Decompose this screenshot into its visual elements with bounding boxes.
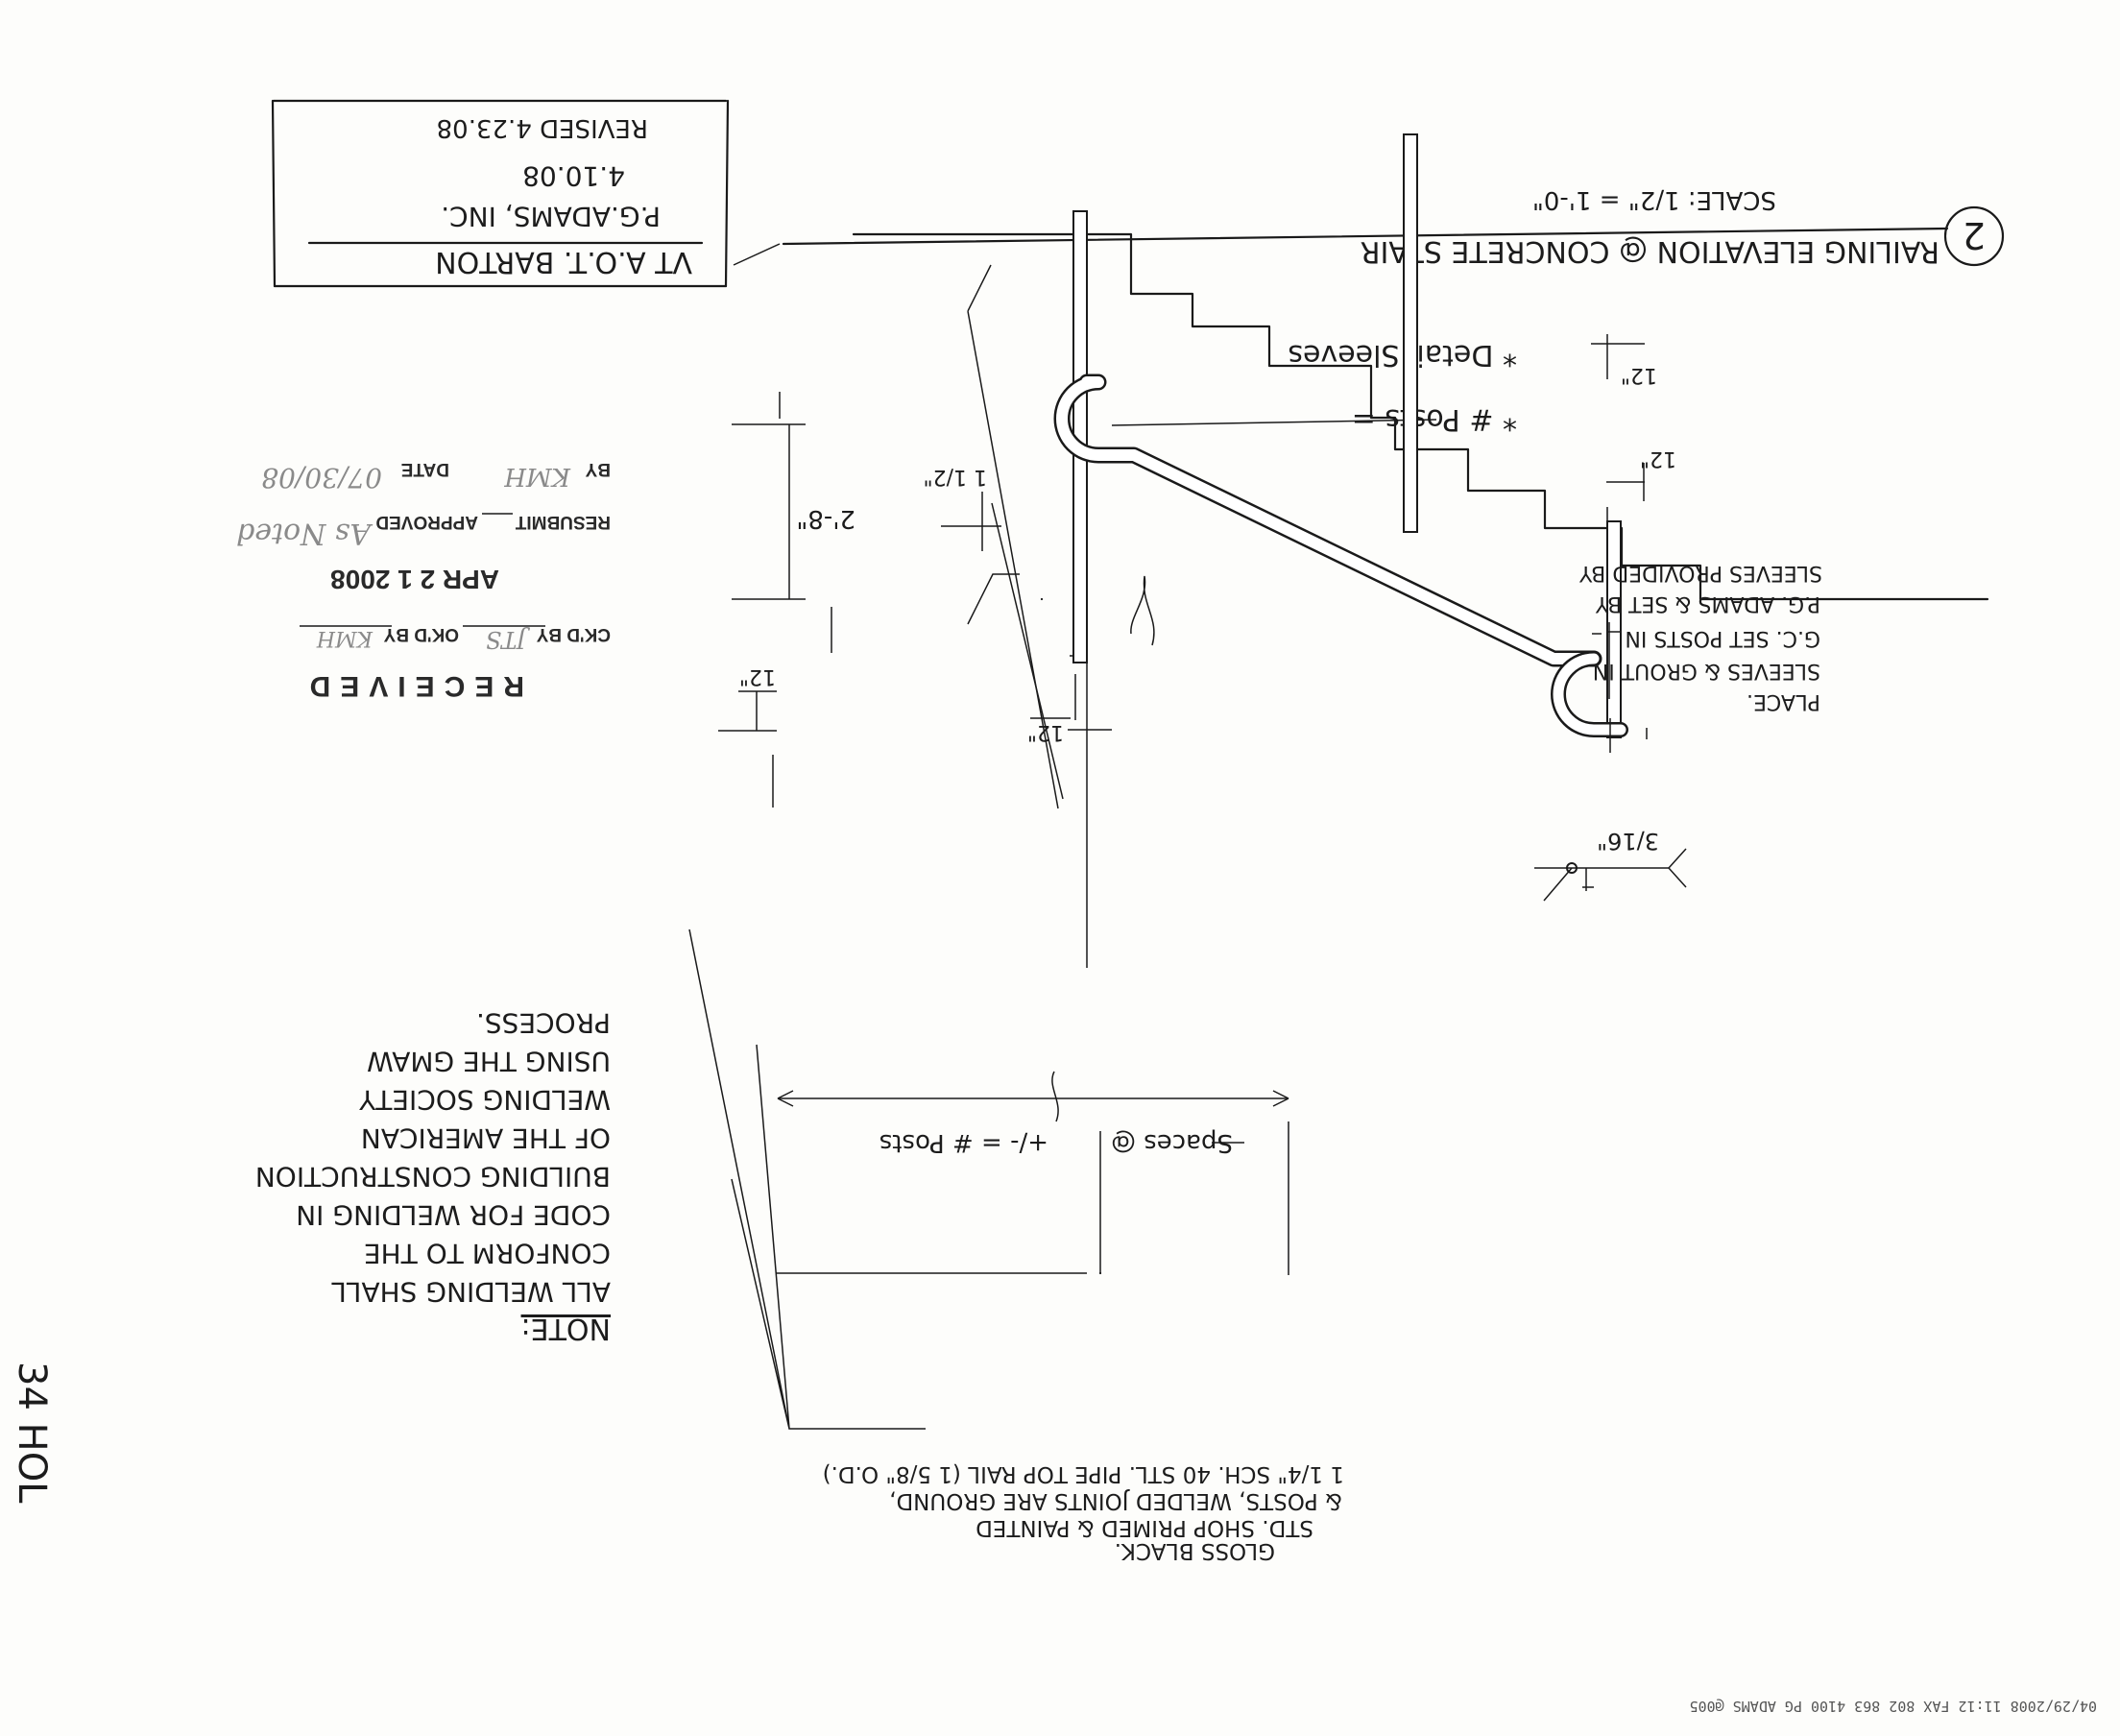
detail-title-underline	[782, 227, 1949, 246]
dimension-rule-return	[1607, 622, 1621, 699]
welding-note-title: NOTE:	[521, 1312, 611, 1345]
rail-break-mark	[1130, 575, 1155, 646]
stamp-date-label: DATE	[401, 459, 449, 479]
stamp-ckd-label: CK'D BY	[536, 624, 611, 644]
rail-spec-line-2: & POSTS, WELDED JOINTS ARE GROUND,	[889, 1488, 1342, 1513]
dim-return-ext	[1068, 674, 1112, 731]
title-block: VT A.O.T. BARTON P.G.ADAMS, INC. 4.10.08…	[271, 99, 730, 288]
detail-title: 2 RAILING ELEVATION @ CONCRETE STAIR SCA…	[782, 185, 2005, 268]
title-block-right-rule	[271, 99, 277, 288]
stamp-date-value: 07/30/08	[261, 462, 382, 494]
rail-spec-leaders	[688, 928, 926, 1430]
welding-note-line-5: OF THE AMERICAN	[361, 1122, 611, 1154]
dim-offset-label: 3/16"	[1597, 828, 1659, 855]
return-bottom-pipe	[1553, 653, 1626, 735]
welding-note-line-2: CONFORM TO THE	[364, 1238, 611, 1269]
detail-number: 2	[1963, 214, 1986, 256]
dim-post-ext-top	[941, 492, 1001, 551]
fax-header: 04/29/2008 11:12 FAX 802 863 4100 PG ADA…	[1690, 1698, 2097, 1715]
title-line-1: VT A.O.T. BARTON	[435, 245, 692, 278]
sleeves-arrow	[967, 573, 1020, 625]
rail-spec-line-3: STD. SHOP PRIMED & PAINTED	[976, 1515, 1313, 1540]
stray-mark	[733, 243, 781, 266]
dim-offset-point	[1566, 862, 1578, 874]
detail-scale: SCALE: 1/2" = 1'-0"	[1532, 185, 1776, 214]
dim-return-width-bottom-label: 12"	[1621, 363, 1657, 387]
dimensions: 12" 2'-8" 12" 1 1/2" 12" 12" 3/16"	[718, 334, 1687, 968]
dim-return-offset	[1609, 718, 1611, 753]
stamp-okd-value: KMH	[316, 626, 373, 650]
span-posts-label: +/- = # Posts	[879, 1128, 1048, 1157]
sheet-mark: 34 HOL	[10, 1362, 54, 1504]
span-arrows	[777, 1090, 1289, 1107]
stamp-ckd-value: JTS	[486, 626, 531, 653]
welding-note-line-7: USING THE GMAW	[367, 1046, 611, 1077]
detail-title-text: RAILING ELEVATION @ CONCRETE STAIR	[1361, 234, 1939, 268]
stamp-okd-label: OK'D BY	[383, 624, 459, 644]
title-line-2: P.G.ADAMS, INC.	[441, 201, 661, 232]
stamp-approved-value: As Noted	[236, 517, 373, 550]
detail-number-circle	[1943, 205, 2005, 267]
dim-return-height-top-label: 12"	[739, 664, 776, 688]
rail-spec-line-1: 1 1/4" SCH. 40 STL. PIPE TOP RAIL (1 5/8…	[823, 1461, 1344, 1486]
title-block-left-rule	[724, 99, 730, 288]
welding-note-line-3: CODE FOR WELDING IN	[296, 1199, 611, 1231]
sleeves-leader	[967, 264, 1059, 809]
stamp-received: RECEIVED	[301, 670, 524, 702]
dim-return-height-bottom	[1606, 463, 1645, 526]
span-break-mark	[1051, 1071, 1059, 1122]
dim-offset-arrow-right	[1582, 868, 1594, 891]
welding-note-line-8: PROCESS.	[476, 1007, 611, 1039]
welding-note-line-6: WELDING SOCIETY	[358, 1084, 611, 1116]
welding-note: NOTE: ALL WELDING SHALL CONFORM TO THE C…	[255, 1007, 611, 1345]
title-line-4: REVISED 4.23.08	[437, 113, 648, 142]
stamp-date: APR 2 1 2008	[330, 565, 499, 594]
span-dimension: Spaces @ +/- = # Posts	[776, 1071, 1289, 1275]
rail-spec-line-4: GLOSS BLACK.	[1115, 1538, 1275, 1563]
dim-offset-leader	[1543, 867, 1573, 902]
sleeves-line-5: PLACE.	[1747, 689, 1820, 713]
handrail-pipe	[1056, 376, 1600, 664]
dim-offset-arrow-left	[1668, 848, 1687, 888]
sleeves-line-3: G.C. SET POSTS IN	[1625, 626, 1820, 650]
stamp-by-value: KMH	[503, 462, 571, 491]
stamp-resubmit-label: RESUBMIT	[515, 512, 611, 532]
dimension-rule-top	[779, 392, 1088, 968]
received-stamp: RECEIVED CK'D BY JTS OK'D BY KMH APR 2 1…	[236, 459, 611, 702]
welding-note-line-4: BUILDING CONSTRUCTION	[255, 1161, 611, 1193]
dim-rail-height-label: 2'-8"	[796, 504, 855, 533]
post-middle	[1403, 133, 1418, 533]
dim-return-height-bottom-label: 12"	[1640, 446, 1676, 470]
rail-break-line	[991, 502, 1064, 800]
stamp-approved-label: APPROVED	[375, 512, 478, 532]
dim-return-width-bottom	[1591, 334, 1645, 379]
review-note-rule	[1111, 419, 1437, 426]
dim-post-ext-top-label: 1 1/2"	[923, 465, 987, 489]
dim-rail-height	[732, 423, 806, 600]
title-line-3: 4.10.08	[522, 160, 625, 192]
stamp-by-label: BY	[585, 459, 611, 479]
sleeves-callout: SLEEVES PROVIDED BY P.G. ADAMS & SET BY …	[967, 264, 1822, 809]
rail-spec-callout: 1 1/4" SCH. 40 STL. PIPE TOP RAIL (1 5/8…	[688, 928, 1344, 1563]
welding-note-line-1: ALL WELDING SHALL	[331, 1276, 611, 1308]
sleeves-line-1: SLEEVES PROVIDED BY	[1578, 561, 1822, 585]
sleeves-line-2: P.G. ADAMS & SET BY	[1595, 591, 1820, 615]
sleeves-line-4: SLEEVES & GROUT IN	[1593, 659, 1820, 683]
dim-return-height-top	[718, 690, 777, 732]
